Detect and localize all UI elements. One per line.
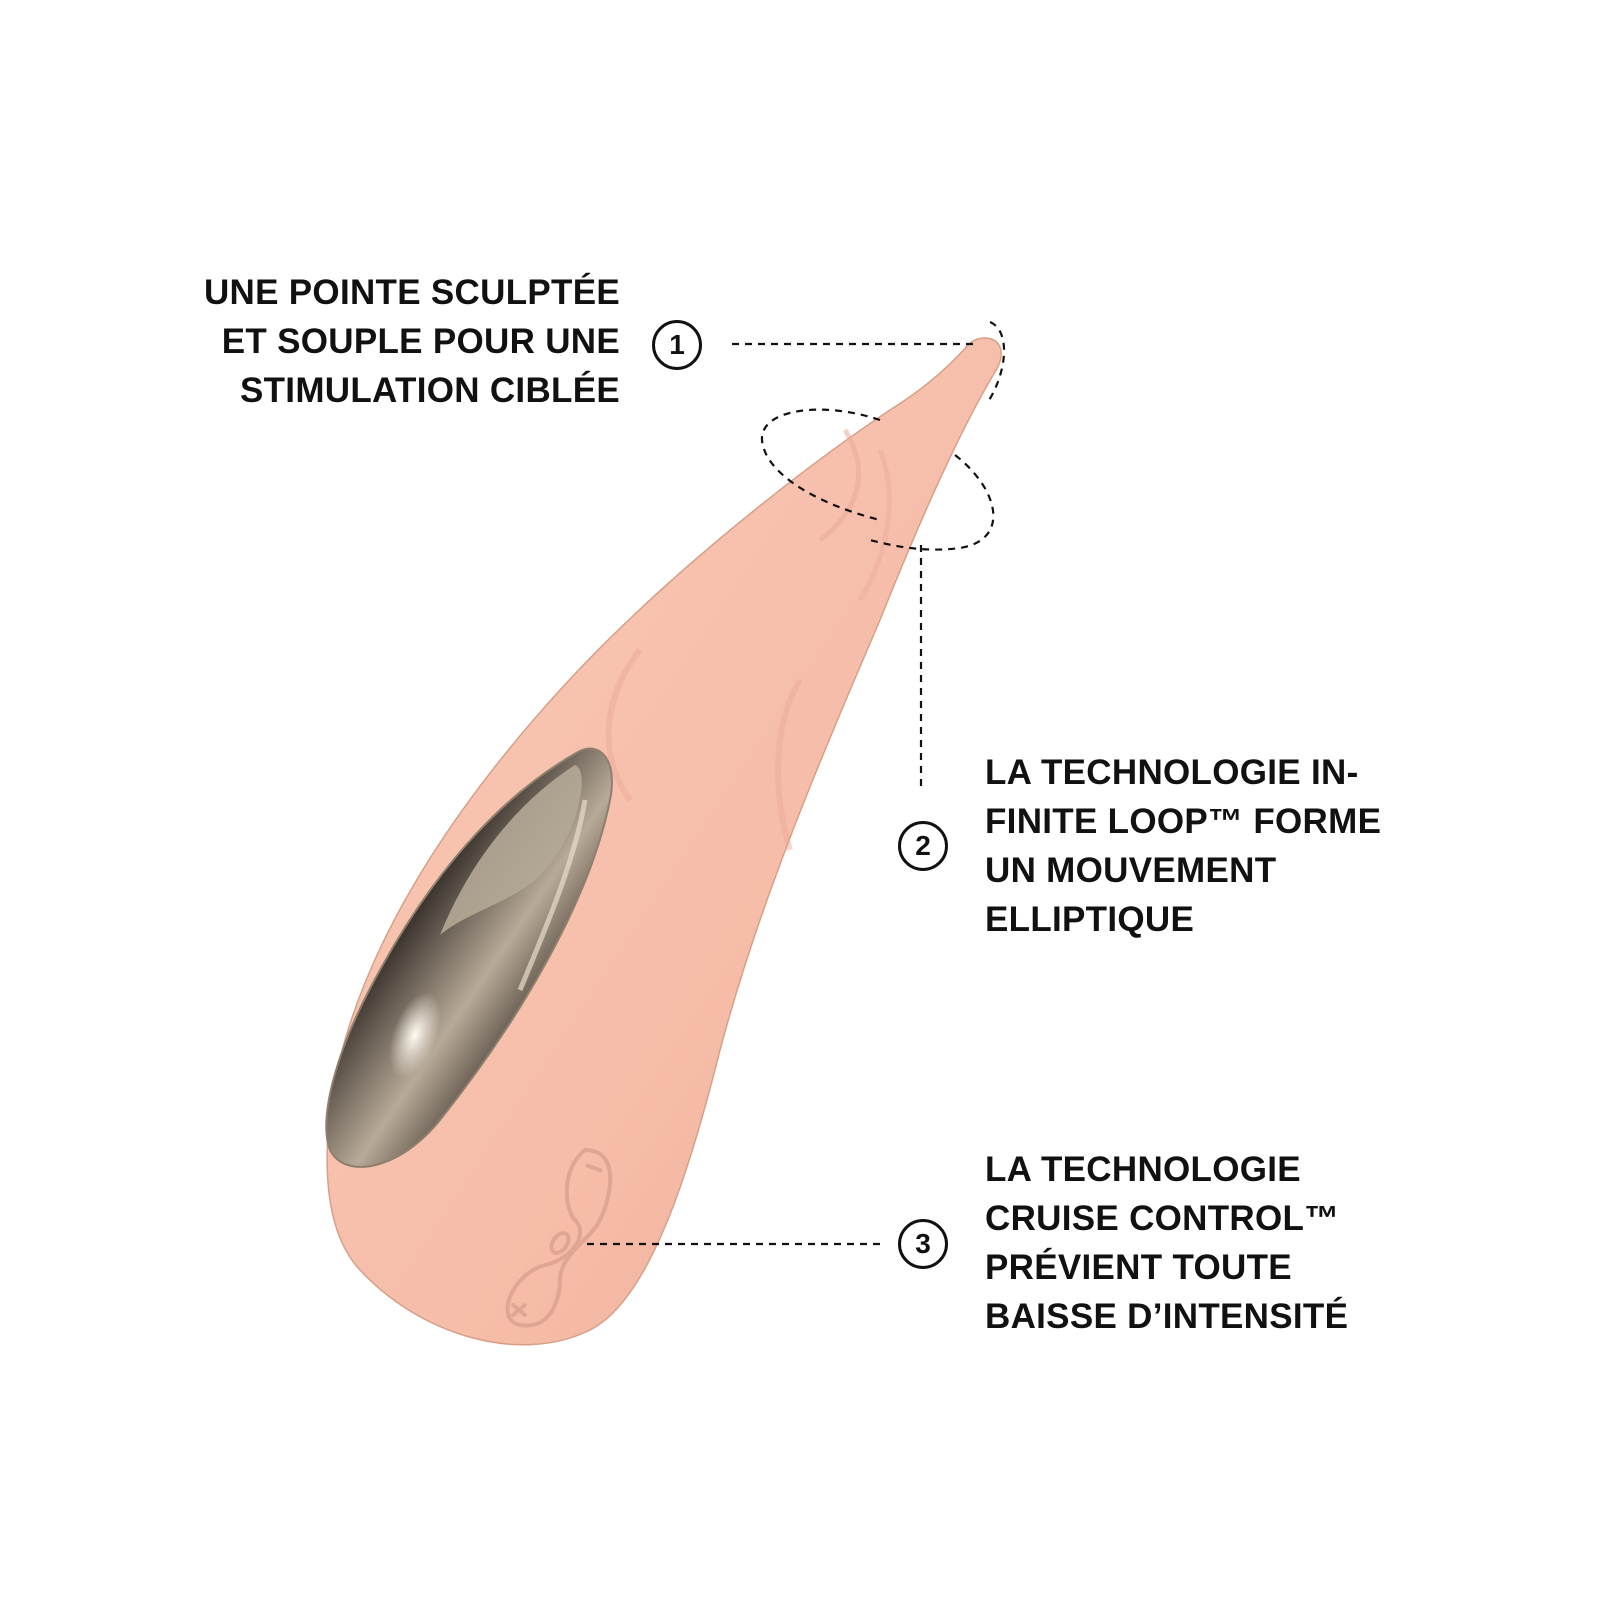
callout-1-text: UNE POINTE SCULPTÉE ET SOUPLE POUR UNE S… [203, 273, 620, 410]
mode-icon [549, 1231, 571, 1255]
callout-3-number-badge: 3 [898, 1219, 948, 1269]
callout-1-number-badge: 1 [652, 320, 702, 370]
callout-2-number-badge: 2 [898, 821, 948, 871]
control-panel [505, 1147, 613, 1328]
device-body [326, 337, 1002, 1346]
callout-2-text: LA TECHNOLOGIE IN- FINITE LOOP™ FORME UN… [985, 753, 1382, 939]
tip-arc [987, 320, 1006, 403]
metallic-insert [325, 747, 613, 1168]
control-loop [505, 1147, 613, 1328]
ellipse-loop-front [869, 454, 995, 551]
callout-3-text: LA TECHNOLOGIE CRUISE CONTROL™ PRÉVIENT … [985, 1150, 1349, 1336]
minus-icon [585, 1163, 603, 1173]
plus-icon [510, 1302, 528, 1318]
ellipse-loop-back [760, 408, 881, 522]
